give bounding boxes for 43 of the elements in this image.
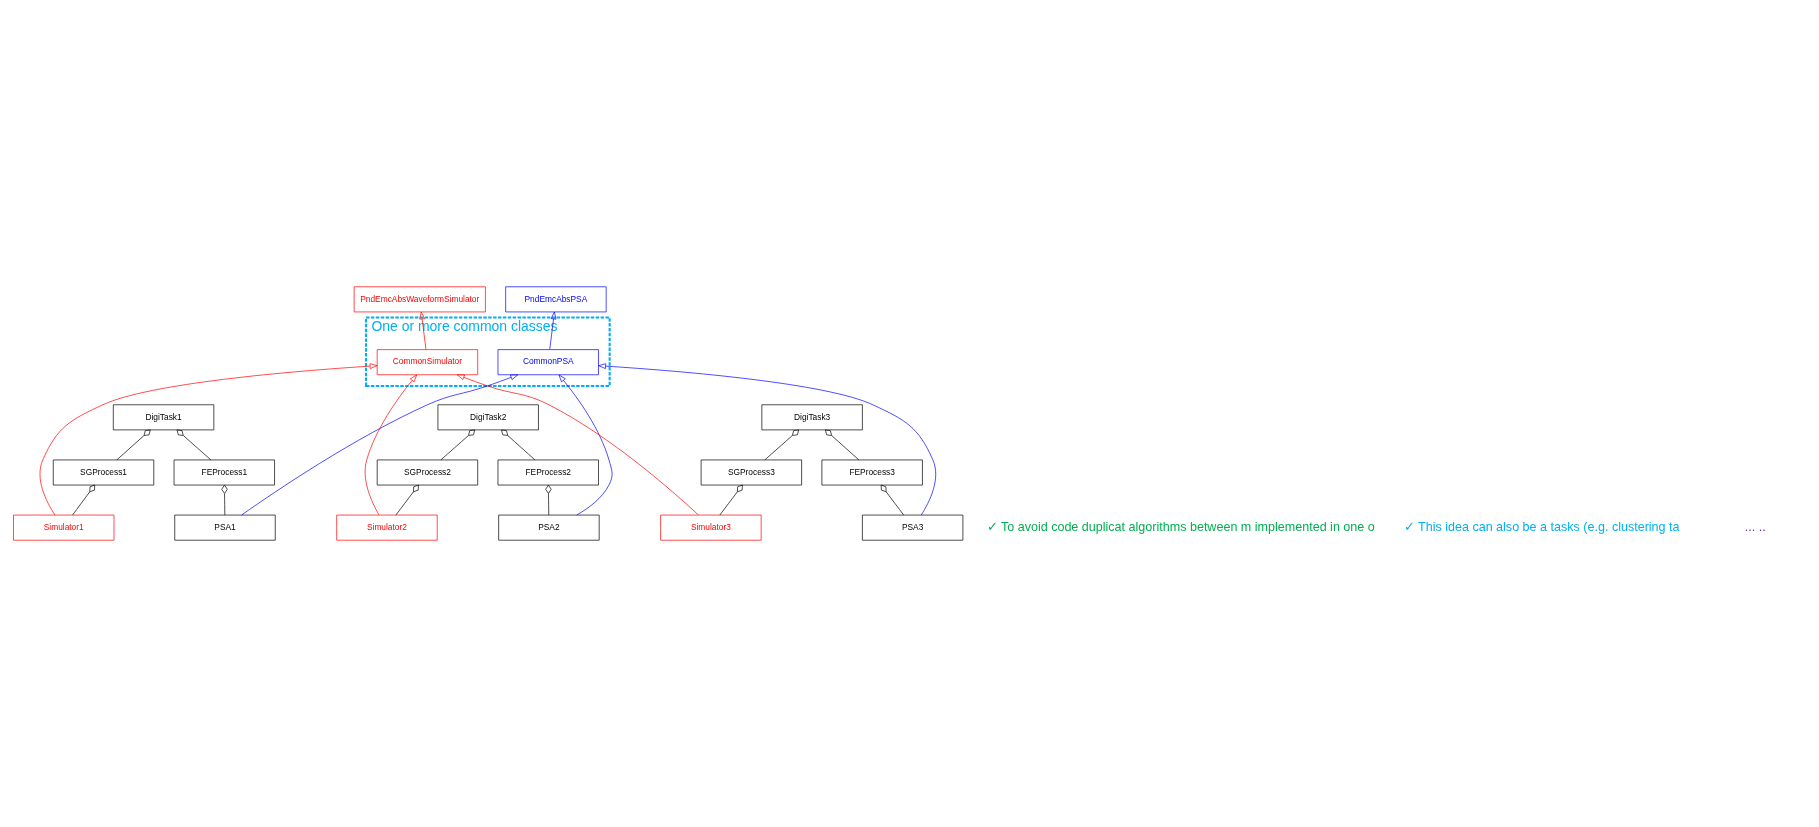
connector [72,484,96,516]
node-box: CommonPSA [497,349,599,376]
arrow [558,374,613,516]
node-box: Simulator1 [13,514,115,541]
connector [221,484,228,516]
label: ✓ This idea can also be a tasks (e.g. clustering ta [1403,519,1680,534]
connector [116,429,151,461]
connector [764,429,799,461]
node-box: CommonSimulator [376,349,479,376]
node-box: PndEmcAbsWaveformSimulator [353,286,486,313]
node-box: DigiTask1 [112,404,215,431]
connector [176,429,212,461]
node-box: FEProcess3 [821,459,923,486]
arrow [419,311,427,350]
node-box: SGProcess1 [52,459,155,486]
connector [545,484,552,516]
arrow [598,363,937,516]
node-box: Simulator2 [336,514,438,541]
node-label: One or more common classes [371,318,558,335]
node-box: PSA2 [498,514,600,541]
node-box: DigiTask3 [761,404,863,431]
node-box: PSA3 [862,514,964,541]
arrow [241,374,519,516]
connector [880,484,904,516]
connector [719,484,743,516]
node-box: FEProcess2 [497,459,599,486]
node-box: SGProcess2 [376,459,479,486]
node-box: Simulator3 [660,514,762,541]
connector [825,429,860,461]
node-box: PSA1 [174,514,276,541]
arrow [456,374,699,516]
connector [501,429,536,461]
node-box: PndEmcAbsPSA [505,286,607,313]
label: ✓ To avoid code duplicat algorithms between m implemented in one o [986,519,1375,534]
label: ... .. [1744,519,1766,534]
connector [395,484,419,516]
node-box: FEProcess1 [173,459,275,486]
node-box: SGProcess3 [700,459,802,486]
arrow [39,363,378,516]
arrow [364,374,418,516]
node-box: DigiTask2 [437,404,539,431]
connector [440,429,476,461]
arrow [549,311,557,350]
